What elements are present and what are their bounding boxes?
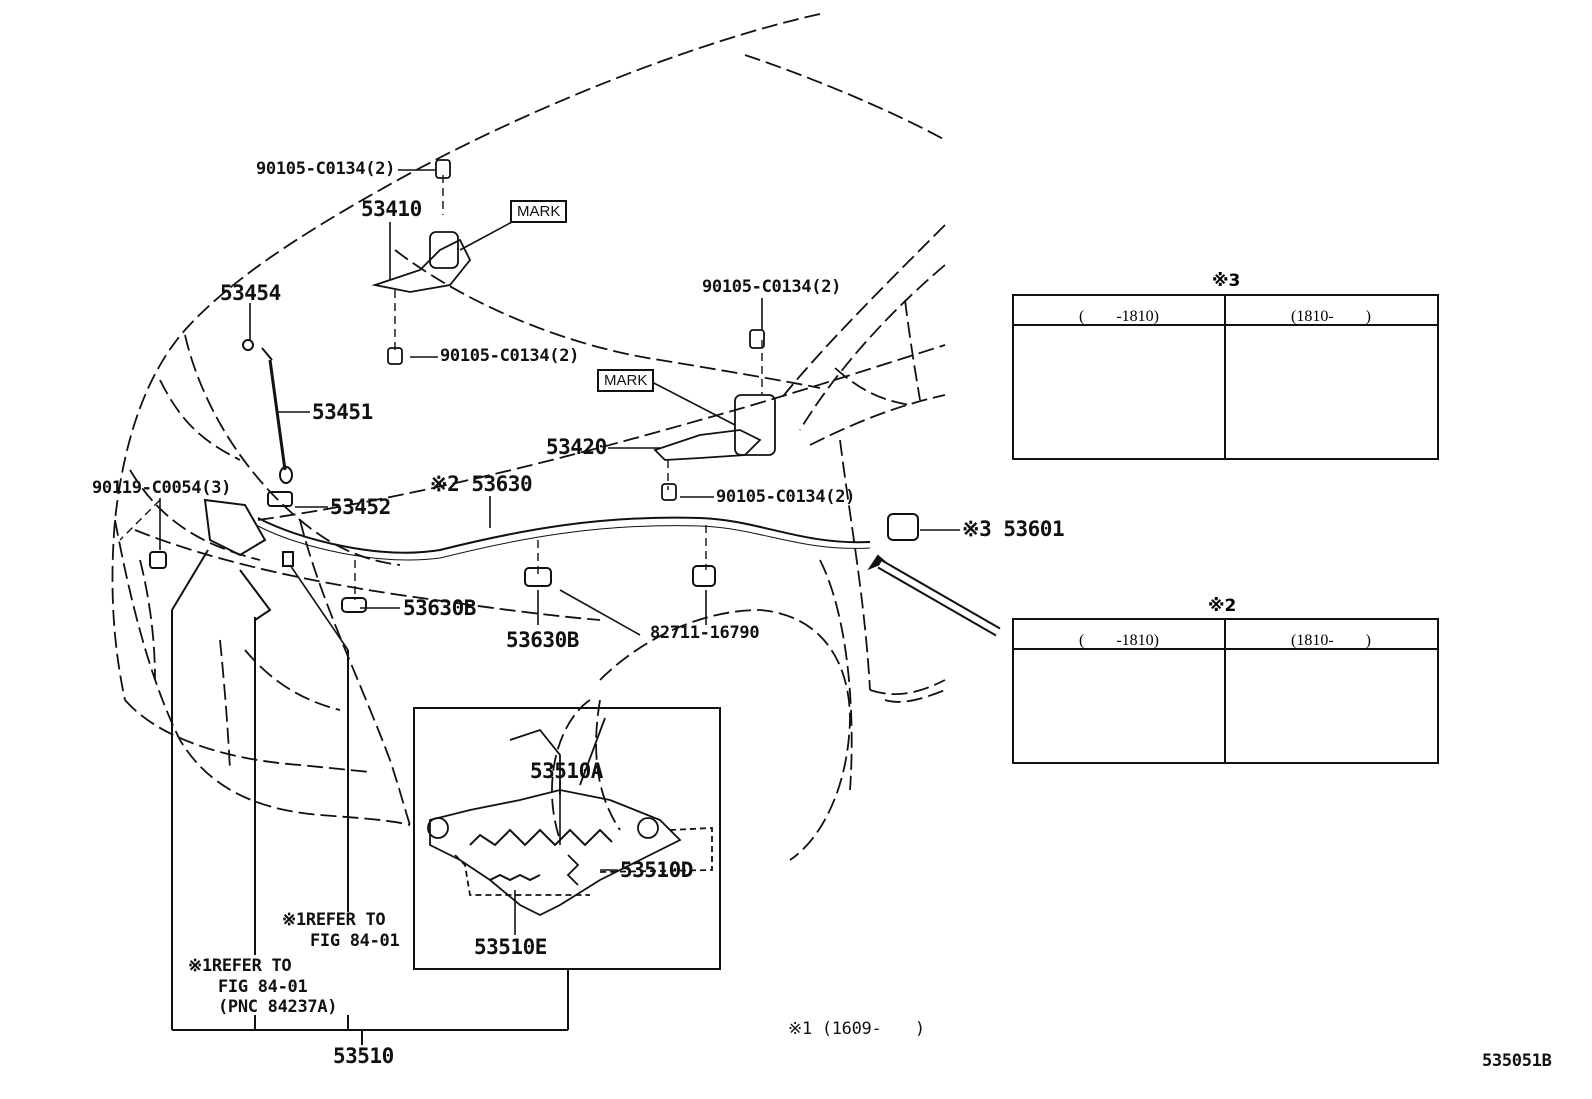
refer-brackets [171, 549, 569, 1045]
hood-lock-53510 [149, 498, 294, 621]
part-label-53510A[interactable]: 53510A [530, 759, 603, 783]
table-2-title: ※2 [1208, 596, 1237, 616]
part-label-53630B-a[interactable]: 53630B [403, 596, 476, 620]
refer-note-b-line3[interactable]: (PNC 84237A) [218, 997, 338, 1017]
hood-stay-53451 [242, 339, 293, 507]
part-label-53510E[interactable]: 53510E [474, 935, 547, 959]
part-label-82711[interactable]: 82711-16790 [650, 623, 760, 643]
table-3-title: ※3 [1212, 271, 1241, 291]
detail-latch [427, 717, 713, 917]
part-label-53452[interactable]: 53452 [330, 495, 391, 519]
diagram-id: 535051B [1482, 1051, 1552, 1071]
release-cable-53630 [257, 516, 871, 613]
footnote-1609: ※1 (1609- ) [788, 1019, 925, 1039]
part-label-90119[interactable]: 90119-C0054(3) [92, 478, 232, 498]
detail-inset-box [413, 707, 721, 970]
part-label-53420[interactable]: 53420 [546, 435, 607, 459]
part-label-90105-bot[interactable]: 90105-C0134(2) [716, 487, 856, 507]
lever-53601 [867, 513, 1001, 637]
table-3-divider [1224, 296, 1226, 458]
table-2-col1: ( -1810) [1079, 632, 1159, 649]
variant-table-3: ( -1810) (1810- ) [1012, 294, 1439, 460]
refer-note-b-line1[interactable]: ※1REFER TO [188, 956, 292, 976]
mark-label-1: MARK [510, 200, 568, 223]
refer-note-b-line2[interactable]: FIG 84-01 [218, 977, 308, 997]
table-2-divider [1224, 620, 1226, 762]
part-label-53510[interactable]: 53510 [333, 1044, 394, 1068]
hinge-53410 [371, 159, 472, 365]
part-label-90105-top[interactable]: 90105-C0134(2) [256, 159, 396, 179]
part-label-53630B-b[interactable]: 53630B [506, 628, 579, 652]
table-3-col2: (1810- ) [1291, 308, 1371, 325]
variant-table-2: ( -1810) (1810- ) [1012, 618, 1439, 764]
part-label-90105-mid[interactable]: 90105-C0134(2) [440, 346, 580, 366]
part-label-53630[interactable]: ※2 53630 [430, 472, 533, 496]
guide-lines [119, 175, 763, 600]
part-label-53410[interactable]: 53410 [361, 197, 422, 221]
table-2-col2: (1810- ) [1291, 632, 1371, 649]
part-label-53451[interactable]: 53451 [312, 400, 373, 424]
part-label-53601[interactable]: ※3 53601 [962, 517, 1065, 541]
part-label-53510D[interactable]: 53510D [620, 858, 693, 882]
table-3-col1: ( -1810) [1079, 308, 1159, 325]
mark-label-2: MARK [597, 369, 655, 392]
part-label-53454[interactable]: 53454 [220, 281, 281, 305]
refer-note-a-line1[interactable]: ※1REFER TO [282, 910, 386, 930]
part-label-90105-right[interactable]: 90105-C0134(2) [702, 277, 842, 297]
leader-lines [159, 169, 960, 935]
refer-note-a-line2[interactable]: FIG 84-01 [310, 931, 400, 951]
hinge-53420 [653, 329, 776, 501]
